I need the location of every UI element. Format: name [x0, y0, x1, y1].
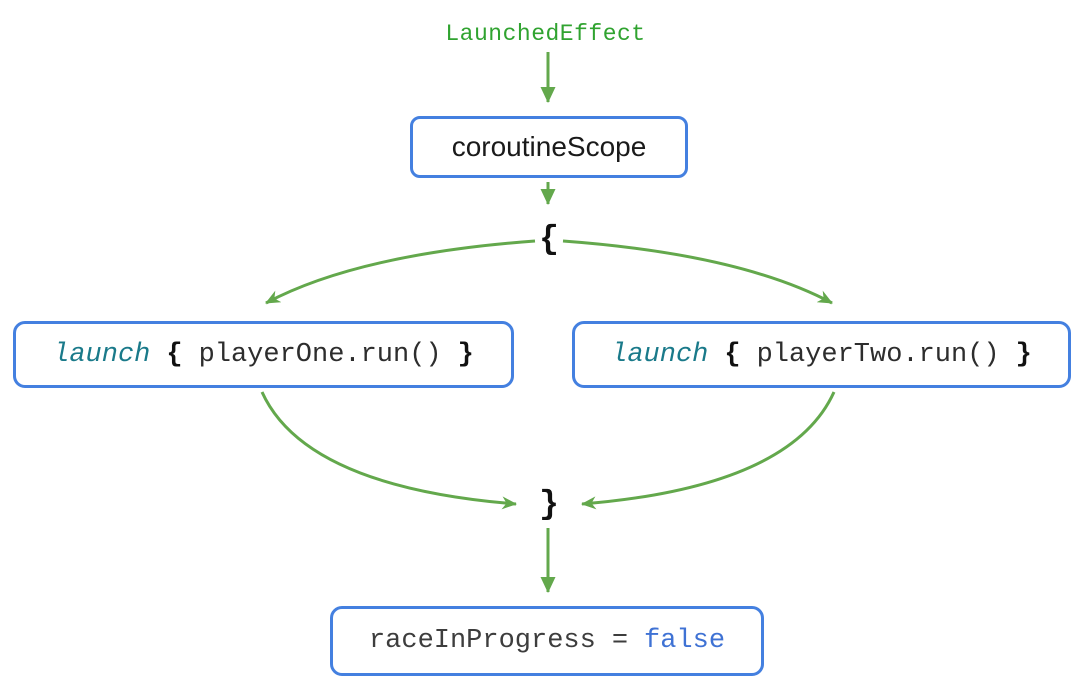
launched-effect-label: LaunchedEffect	[445, 21, 646, 47]
player-two-code: playerTwo.run()	[756, 339, 1000, 370]
coroutine-scope-node: coroutineScope	[410, 116, 688, 178]
race-variable: raceInProgress	[368, 626, 596, 656]
equals-operator: =	[611, 626, 629, 656]
open-brace-inline: {	[166, 339, 183, 370]
arrow-open-brace-to-left-launch	[265, 239, 536, 305]
open-brace: {	[539, 221, 559, 258]
false-value: false	[644, 626, 726, 656]
close-brace-inline: }	[457, 339, 474, 370]
player-one-launch-node: launch { playerOne.run() }	[13, 321, 514, 388]
coroutine-scope-label: coroutineScope	[451, 131, 647, 162]
arrow-open-brace-to-right-launch	[562, 239, 833, 305]
race-in-progress-node: raceInProgress = false	[330, 606, 764, 676]
arrow-right-launch-to-close-brace	[581, 391, 836, 510]
player-two-launch-node: launch { playerTwo.run() }	[572, 321, 1071, 388]
close-brace: }	[539, 486, 559, 523]
player-one-code: playerOne.run()	[198, 339, 442, 370]
close-brace-inline: }	[1015, 339, 1032, 370]
launch-keyword: launch	[611, 339, 709, 370]
open-brace-inline: {	[724, 339, 741, 370]
launch-keyword: launch	[53, 339, 151, 370]
arrow-left-launch-to-close-brace	[260, 391, 517, 510]
